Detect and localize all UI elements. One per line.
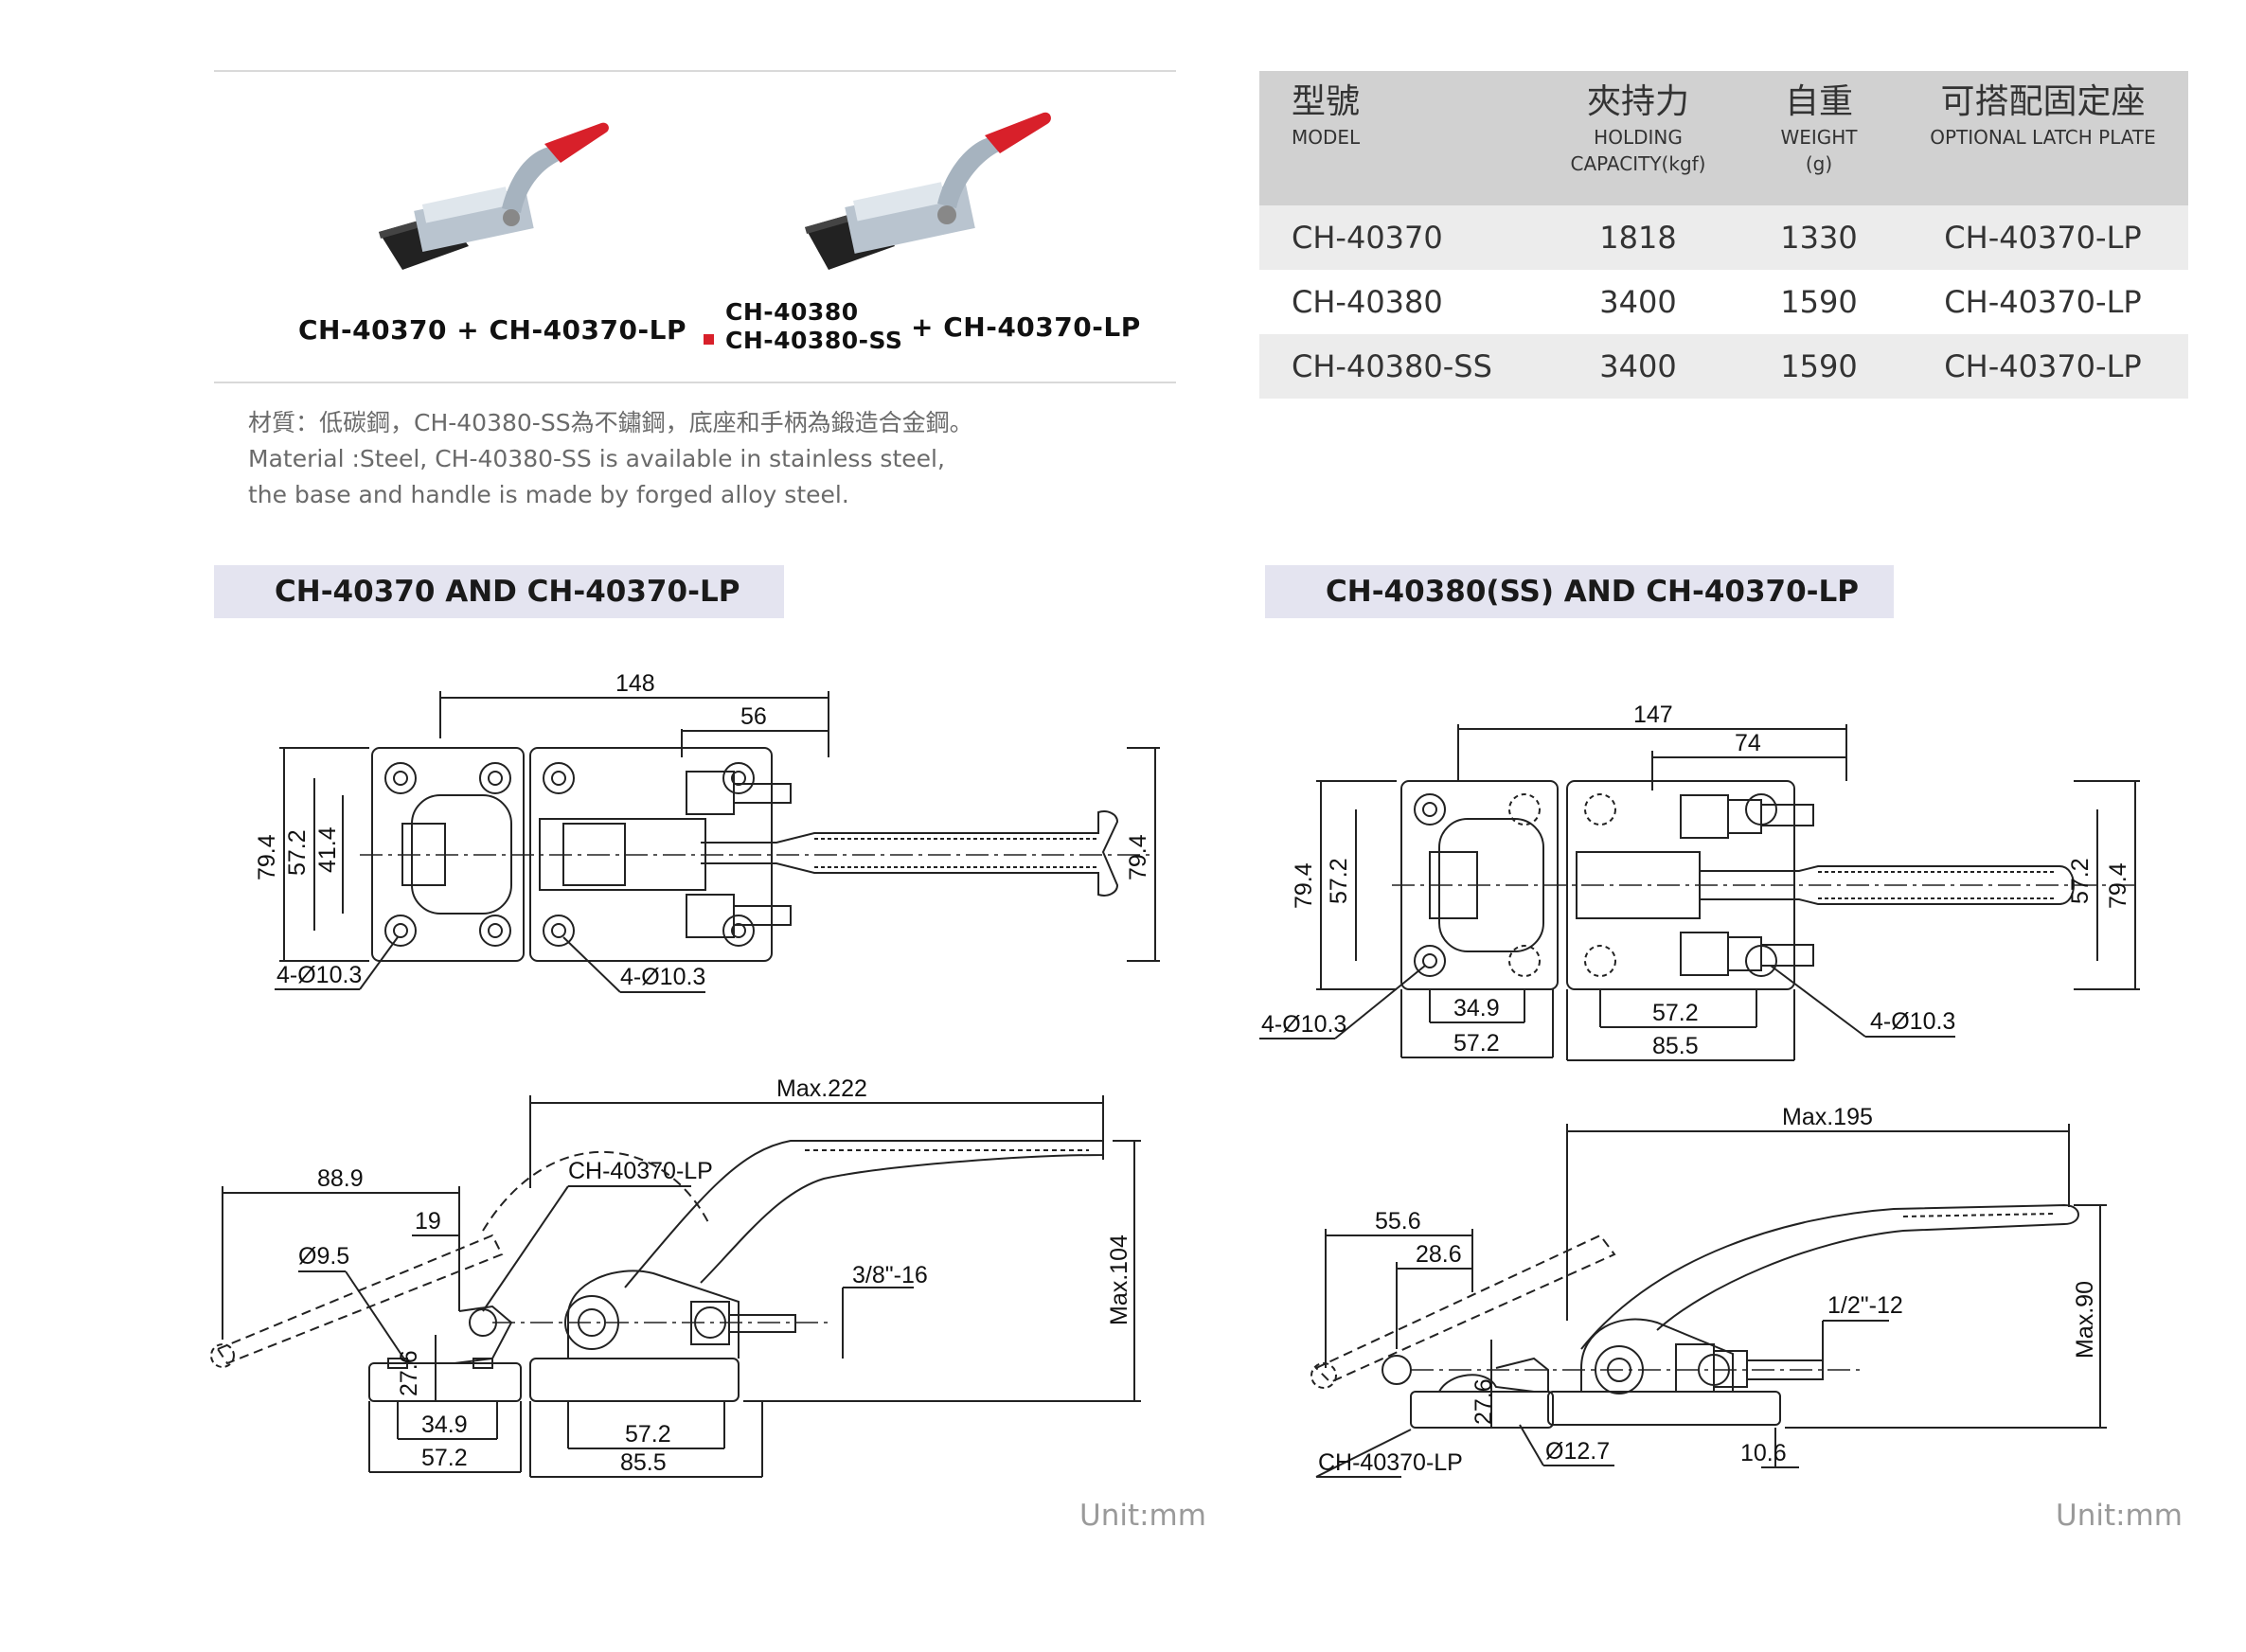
dim-holes-r1: 4-Ø10.3 [1261, 1011, 1346, 1038]
dim-57-2-r: 57.2 [1326, 858, 1352, 904]
dim-max-104: Max.104 [1106, 1235, 1132, 1325]
dim-79-4-r2: 79.4 [2105, 862, 2131, 909]
caption-ch-40370: CH-40370 + CH-40370-LP [298, 314, 686, 346]
dim-thread-3-8: 3/8"-16 [852, 1262, 928, 1288]
dim-74: 74 [1735, 730, 1761, 756]
unit-label-left: Unit:mm [1079, 1499, 1206, 1533]
dim-holes-r2: 4-Ø10.3 [1870, 1008, 1955, 1035]
dim-55-6: 55.6 [1375, 1208, 1421, 1235]
drawing-left-top: 148 56 79.4 57.2 41.4 79.4 4-Ø10.3 4-Ø10… [254, 670, 1160, 993]
dim-10-6: 10.6 [1740, 1440, 1787, 1466]
dim-147: 147 [1633, 702, 1673, 728]
dim-56: 56 [740, 703, 767, 730]
dim-holes-1: 4-Ø10.3 [276, 962, 362, 988]
dim-41-4: 41.4 [314, 826, 341, 873]
drawing-right-top: 147 74 79.4 57.2 57.2 79.4 4-Ø10.3 4-Ø10… [1259, 702, 2140, 1061]
dim-19: 19 [415, 1208, 441, 1235]
dim-max-90: Max.90 [2072, 1281, 2098, 1359]
material-en-2: the base and handle is made by forged al… [248, 481, 849, 508]
dim-57-2-r2: 57.2 [2067, 858, 2094, 904]
table-row: CH-40380 3400 1590 CH-40370-LP [1292, 284, 2142, 320]
dim-57-2-r4: 57.2 [1652, 1000, 1699, 1026]
dim-holes-2: 4-Ø10.3 [620, 964, 705, 990]
dim-79-4-right: 79.4 [1125, 834, 1151, 880]
dim-dia-9-5: Ø9.5 [298, 1243, 349, 1270]
dim-57-2: 57.2 [284, 829, 311, 876]
caption-ch-40380-ss: CH-40380-SS [725, 327, 903, 354]
dim-max-195: Max.195 [1782, 1104, 1873, 1130]
dim-27-6-left: 27.6 [396, 1350, 422, 1396]
product-photo-ch-40370 [379, 122, 609, 270]
dim-79-4: 79.4 [254, 834, 280, 880]
dim-28-6: 28.6 [1416, 1241, 1462, 1268]
dim-max-222: Max.222 [776, 1075, 867, 1102]
material-en-1: Material :Steel, CH-40380-SS is availabl… [248, 445, 945, 472]
bottom-rule-left [214, 382, 1176, 383]
dim-thread-1-2: 1/2"-12 [1827, 1292, 1903, 1319]
caption-ch-40380: CH-40380 [725, 298, 859, 326]
dim-27-6-r: 27.6 [1471, 1378, 1497, 1425]
section-title-left: CH-40370 AND CH-40370-LP [214, 565, 784, 618]
label-lp-left: CH-40370-LP [568, 1158, 713, 1184]
dim-57-2-clamp: 57.2 [625, 1421, 671, 1448]
dim-dia-12-7: Ø12.7 [1545, 1438, 1610, 1465]
table-row: CH-40370 1818 1330 CH-40370-LP [1259, 205, 2188, 270]
dim-57-2-r3: 57.2 [1453, 1030, 1500, 1057]
section-title-right: CH-40380(SS) AND CH-40370-LP [1265, 565, 1894, 618]
dim-34-9-r: 34.9 [1453, 995, 1500, 1021]
dim-85-5: 85.5 [620, 1449, 667, 1476]
dim-88-9: 88.9 [317, 1165, 364, 1192]
table-row: CH-40380-SS 3400 1590 CH-40370-LP [1259, 334, 2188, 399]
unit-label-right: Unit:mm [2056, 1499, 2183, 1533]
dim-34-9: 34.9 [421, 1412, 468, 1438]
dim-57-2-base: 57.2 [421, 1445, 468, 1471]
dim-79-4-r: 79.4 [1291, 862, 1317, 909]
dim-148: 148 [615, 670, 655, 697]
drawing-left-side: Max.222 CH-40370-LP 88.9 19 Ø9.5 27.6 3/… [210, 1075, 1141, 1478]
drawing-right-side: Max.195 55.6 28.6 27.6 1/2"-12 Max.90 CH… [1310, 1104, 2107, 1478]
label-lp-right: CH-40370-LP [1318, 1449, 1463, 1476]
product-photo-ch-40380 [805, 112, 1051, 270]
caption-plus-lp: + CH-40370-LP [911, 311, 1141, 343]
material-zh: 材質：低碳鋼，CH-40380-SS為不鏽鋼，底座和手柄為鍛造合金鋼。 [248, 409, 973, 436]
top-rule-left [214, 70, 1176, 72]
material-note: 材質：低碳鋼，CH-40380-SS為不鏽鋼，底座和手柄為鍛造合金鋼。 Mate… [248, 405, 973, 513]
red-square-marker [704, 334, 714, 345]
dim-85-5-r: 85.5 [1652, 1033, 1699, 1059]
